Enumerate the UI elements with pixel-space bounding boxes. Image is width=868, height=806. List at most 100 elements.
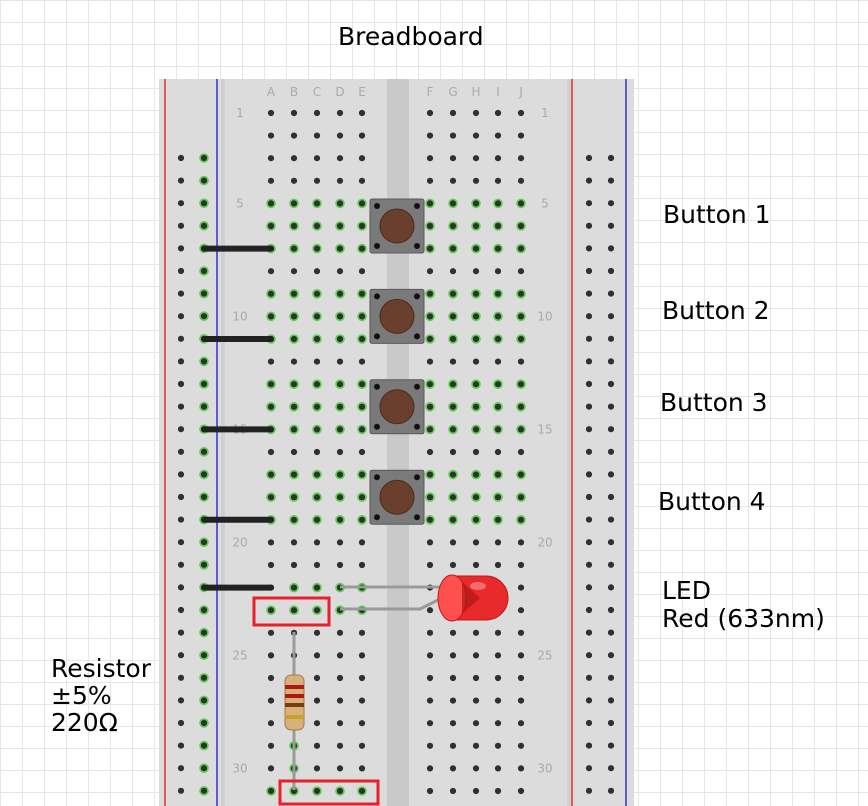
active-hole xyxy=(472,381,480,388)
hole xyxy=(517,720,525,727)
pushbutton-pin xyxy=(414,474,420,481)
button-2-label: Button 2 xyxy=(662,296,770,325)
hole xyxy=(177,313,185,320)
center-channel xyxy=(387,79,409,806)
active-hole xyxy=(358,381,366,388)
hole xyxy=(494,765,502,772)
hole xyxy=(607,697,615,704)
hole xyxy=(290,539,298,546)
active-hole xyxy=(200,561,208,568)
active-hole xyxy=(494,381,502,388)
active-hole xyxy=(358,200,366,207)
hole xyxy=(449,132,457,139)
hole xyxy=(177,629,185,636)
hole xyxy=(607,742,615,749)
active-hole xyxy=(200,719,208,727)
hole xyxy=(358,629,366,636)
resistor-body xyxy=(284,674,305,731)
hole xyxy=(426,448,434,456)
hole xyxy=(472,155,480,162)
pushbutton-cap xyxy=(379,298,415,334)
hole xyxy=(336,765,344,772)
hole xyxy=(336,268,344,275)
hole xyxy=(426,177,434,184)
hole xyxy=(313,720,321,727)
hole xyxy=(449,674,457,682)
active-hole xyxy=(200,290,208,297)
row-number-left: 1 xyxy=(236,106,244,120)
hole xyxy=(607,516,615,523)
active-hole xyxy=(313,403,321,410)
active-hole xyxy=(449,335,457,343)
active-hole xyxy=(290,290,298,297)
active-hole xyxy=(494,403,502,410)
active-hole xyxy=(494,222,502,230)
right-rail-divider xyxy=(567,79,571,806)
hole xyxy=(517,132,525,139)
active-hole xyxy=(313,200,321,207)
hole xyxy=(517,697,525,704)
highlight-box-resistor-row xyxy=(278,779,380,806)
active-hole xyxy=(517,516,525,523)
active-hole xyxy=(449,471,457,478)
hole xyxy=(336,358,344,365)
resistor-color-band xyxy=(285,715,304,719)
active-hole xyxy=(200,674,208,681)
active-hole xyxy=(358,787,366,795)
active-hole xyxy=(494,335,502,343)
row-number-left: 10 xyxy=(232,309,247,323)
pushbutton-pin xyxy=(374,514,380,521)
hole xyxy=(585,403,593,410)
hole xyxy=(607,765,615,772)
resistor-label-value: 220Ω xyxy=(51,708,118,737)
hole xyxy=(177,674,185,681)
hole xyxy=(336,448,344,456)
hole xyxy=(607,471,615,478)
hole xyxy=(313,358,321,365)
hole xyxy=(177,516,185,523)
hole xyxy=(177,448,185,455)
active-hole xyxy=(449,200,457,207)
hole xyxy=(607,245,615,252)
active-hole xyxy=(313,471,321,478)
active-hole xyxy=(494,245,502,252)
hole xyxy=(267,765,275,772)
hole xyxy=(472,561,480,569)
hole xyxy=(517,674,525,682)
hole xyxy=(426,787,434,795)
resistor-label-name: Resistor xyxy=(51,654,151,683)
hole xyxy=(177,742,185,749)
hole xyxy=(585,380,593,388)
active-hole xyxy=(267,290,275,297)
active-hole xyxy=(200,313,208,320)
hole xyxy=(472,674,480,682)
hole xyxy=(177,493,185,501)
active-hole xyxy=(290,313,298,320)
hole xyxy=(517,155,525,162)
hole xyxy=(585,652,593,659)
active-hole xyxy=(290,471,298,478)
hole xyxy=(517,268,525,275)
hole xyxy=(517,109,525,117)
hole xyxy=(607,380,615,388)
active-hole xyxy=(449,222,457,230)
active-hole xyxy=(313,494,321,501)
resistor-color-band xyxy=(285,685,304,689)
hole xyxy=(494,697,502,704)
row-number-right: 5 xyxy=(541,196,549,210)
active-hole xyxy=(426,494,434,501)
hole xyxy=(607,787,615,794)
hole xyxy=(267,561,275,569)
row-number-right: 1 xyxy=(541,106,549,120)
row-number-left: 30 xyxy=(232,761,247,775)
hole xyxy=(585,697,593,704)
active-hole xyxy=(517,290,525,297)
active-hole xyxy=(517,245,525,252)
active-hole xyxy=(336,245,344,252)
led-leg-cathode xyxy=(340,598,439,611)
active-hole xyxy=(200,222,208,229)
led-red xyxy=(437,574,509,622)
pushbutton-pin xyxy=(374,293,380,300)
pushbutton-cap xyxy=(379,208,415,244)
hole xyxy=(449,109,457,117)
